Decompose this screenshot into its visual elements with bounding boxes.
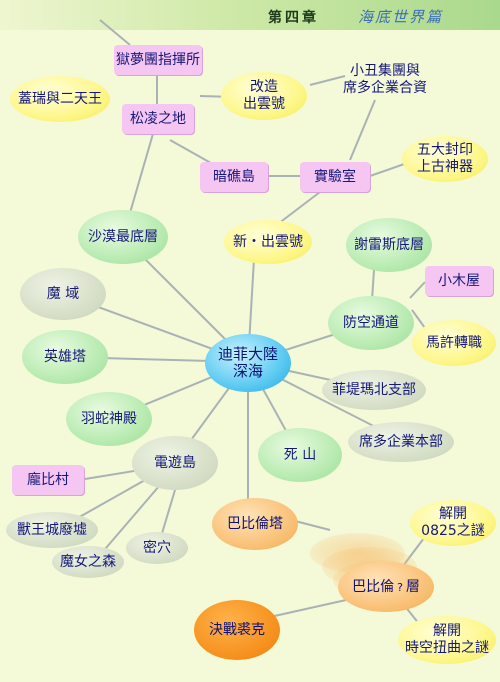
node-pangbi-village[interactable]: 龐比村 — [12, 465, 84, 495]
edge — [309, 75, 346, 86]
node-gaizao[interactable]: 改造出雲號 — [221, 72, 307, 120]
node-air-tunnel[interactable]: 防空通道 — [328, 296, 414, 350]
chapter-header: 第四章 海底世界篇 — [0, 0, 500, 30]
node-babylon-tower[interactable]: 巴比倫塔 — [212, 498, 298, 550]
node-final-battle[interactable]: 決戰裘克 — [194, 600, 280, 660]
node-desert-bottom[interactable]: 沙漠最底層 — [78, 210, 168, 264]
edge — [99, 484, 161, 556]
node-lab[interactable]: 實驗室 — [300, 162, 370, 192]
node-witch-forest[interactable]: 魔女之森 — [52, 546, 124, 578]
node-dianyou-island[interactable]: 電遊島 — [132, 436, 218, 490]
edge — [294, 520, 331, 531]
node-xieleisi[interactable]: 謝雷斯底層 — [346, 218, 432, 272]
node-fitima[interactable]: 菲堤瑪北支部 — [322, 370, 426, 410]
node-death-mountain[interactable]: 死 山 — [258, 428, 342, 482]
node-snake-temple[interactable]: 羽蛇神殿 — [66, 392, 152, 446]
edge — [371, 269, 375, 301]
edge — [269, 597, 356, 618]
node-solve-timespace[interactable]: 解開時空扭曲之謎 — [398, 616, 496, 664]
chapter-title: 海底世界篇 — [358, 8, 444, 26]
node-anjiao[interactable]: 暗礁島 — [200, 162, 268, 192]
edge — [409, 281, 426, 299]
edge — [99, 19, 131, 46]
node-songling[interactable]: 松凌之地 — [122, 104, 194, 134]
chapter-number: 第四章 — [268, 10, 319, 26]
node-secret-cave[interactable]: 密穴 — [126, 532, 188, 564]
node-prison-command[interactable]: 獄夢團指揮所 — [114, 45, 202, 75]
node-difei-continent[interactable]: 迪菲大陸深海 — [205, 334, 291, 392]
node-clown-joint[interactable]: 小丑集團與席多企業合資 — [343, 63, 427, 96]
node-cabin[interactable]: 小木屋 — [425, 266, 493, 296]
edge — [84, 469, 141, 480]
node-seals[interactable]: 五大封印上古神器 — [402, 136, 488, 182]
node-gairui[interactable]: 蓋瑞與二天王 — [10, 76, 110, 122]
node-maxu[interactable]: 馬許轉職 — [412, 320, 496, 366]
edge — [159, 489, 176, 541]
node-xiduo-hq[interactable]: 席多企業本部 — [348, 422, 454, 462]
node-demon-land[interactable]: 魔 域 — [20, 268, 106, 320]
node-babylon-floor[interactable]: 巴比倫?層 — [338, 562, 434, 612]
edge — [349, 99, 376, 161]
node-beast-ruins[interactable]: 獸王城廢墟 — [6, 512, 98, 548]
node-new-izumo[interactable]: 新・出雲號 — [224, 220, 312, 264]
node-hero-tower[interactable]: 英雄塔 — [22, 330, 108, 384]
